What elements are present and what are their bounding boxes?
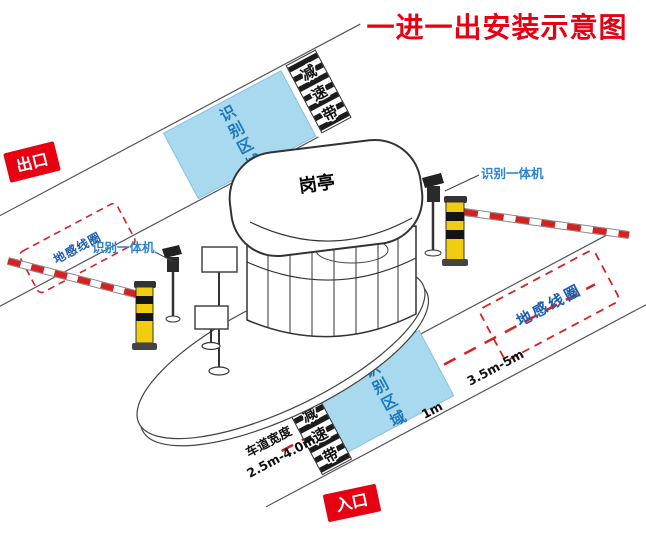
entrance-road-edge-line bbox=[265, 303, 646, 508]
sign-post-base bbox=[201, 341, 221, 351]
entrance-reader-label: 识别一体机 bbox=[481, 166, 544, 181]
exit-ground-coil-outline bbox=[18, 202, 136, 294]
barrier-post-base bbox=[442, 259, 468, 266]
coil-distance-label: 3.5m-5m bbox=[464, 346, 526, 388]
guard-booth: 岗亭 bbox=[228, 138, 424, 338]
entrance-ground-coil-outline bbox=[479, 250, 620, 361]
booth-sill-line bbox=[246, 257, 417, 281]
exit-reader-camera bbox=[162, 245, 182, 323]
camera-pole-base bbox=[424, 249, 442, 257]
entrance-barrier-gate bbox=[442, 196, 630, 266]
camera-body-icon bbox=[427, 186, 440, 202]
exit-road-edge-line bbox=[0, 23, 361, 265]
camera-body-icon bbox=[167, 257, 179, 272]
camera-pole-base bbox=[165, 315, 181, 323]
booth-roof-rim bbox=[249, 217, 413, 242]
sign-post-base bbox=[208, 366, 230, 376]
booth-roof bbox=[228, 138, 424, 258]
exit-speed-bump: 减速带 bbox=[285, 49, 352, 134]
sign-board-icon bbox=[201, 246, 238, 273]
entrance-ground-coil-label: 地感线圈 bbox=[513, 280, 585, 330]
entrance-badge-bg bbox=[323, 484, 381, 522]
entrance-reader-camera bbox=[422, 173, 444, 257]
barrier-post-cap bbox=[134, 281, 156, 288]
sign-board-icon bbox=[194, 305, 229, 330]
exit-badge: 出口 bbox=[3, 141, 61, 183]
entrance-badge: 入口 bbox=[323, 484, 381, 522]
page-title: 一进一出安装示意图 bbox=[366, 11, 627, 44]
barrier-arm-stripes bbox=[463, 209, 630, 238]
camera-head-icon bbox=[162, 245, 182, 258]
exit-speed-bump-stripes bbox=[287, 52, 350, 131]
entrance-reader-leader-line bbox=[444, 174, 480, 192]
exit-badge-bg bbox=[3, 141, 61, 183]
exit-reader-leader-line bbox=[154, 251, 173, 262]
barrier-post-base bbox=[132, 343, 157, 350]
sign-post-2 bbox=[194, 305, 229, 351]
camera-head-icon bbox=[422, 173, 444, 188]
exit-barrier-gate bbox=[6, 257, 157, 350]
booth-label: 岗亭 bbox=[298, 171, 337, 198]
exit-reader-label: 识别一体机 bbox=[92, 240, 155, 255]
barrier-post-cap bbox=[444, 196, 467, 203]
